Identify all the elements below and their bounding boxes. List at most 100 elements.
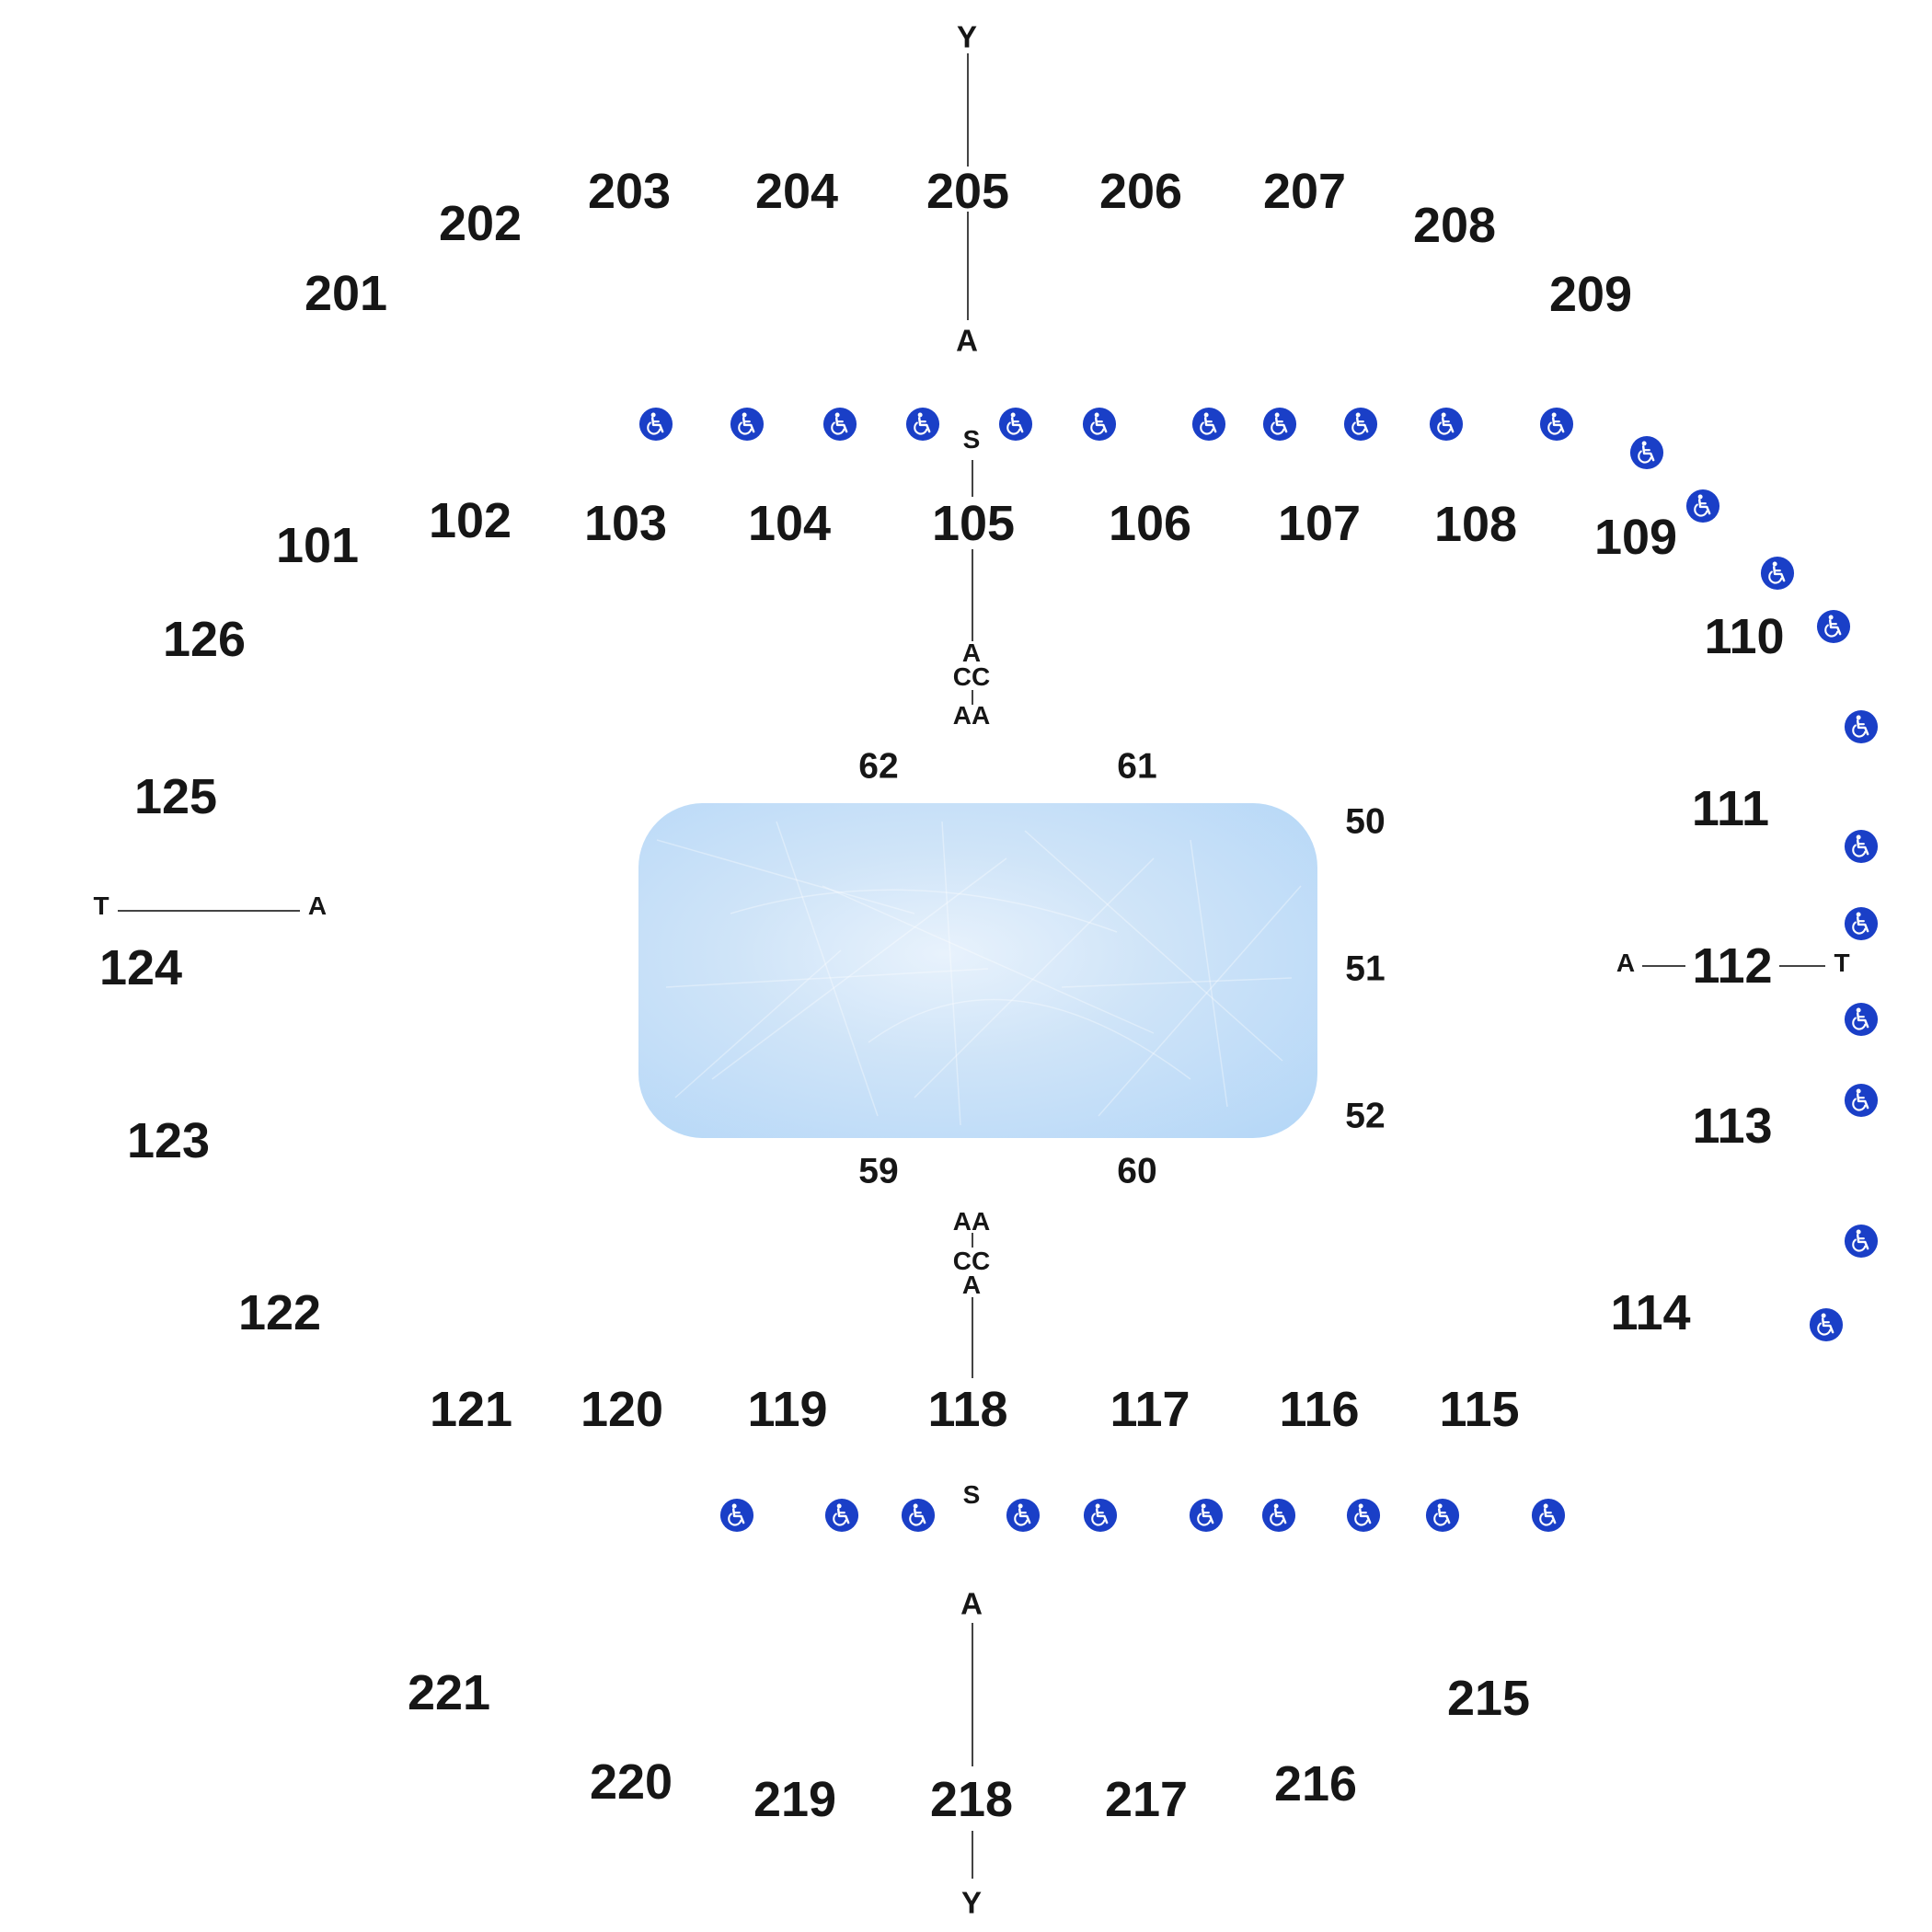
wheelchair-accessible-icon <box>1343 407 1378 442</box>
section-215[interactable]: 215 <box>1446 1671 1531 1726</box>
section-217[interactable]: 217 <box>1104 1772 1189 1827</box>
aisle-line-south-bottom <box>972 1831 973 1879</box>
section-109[interactable]: 109 <box>1593 510 1678 565</box>
row-label-t-west: T <box>93 891 109 920</box>
row-label-s-south: S <box>962 1480 981 1509</box>
section-103[interactable]: 103 <box>583 496 668 551</box>
aisle-line-north-upper <box>967 53 969 167</box>
section-203[interactable]: 203 <box>587 164 672 219</box>
wheelchair-accessible-icon <box>1346 1498 1381 1533</box>
wheelchair-accessible-icon <box>1425 1498 1460 1533</box>
wheelchair-accessible-icon <box>719 1498 754 1533</box>
wheelchair-accessible-icon <box>1844 709 1879 744</box>
section-51[interactable]: 51 <box>1345 949 1386 989</box>
section-220[interactable]: 220 <box>589 1754 673 1810</box>
section-118[interactable]: 118 <box>927 1382 1008 1437</box>
section-52[interactable]: 52 <box>1345 1096 1386 1136</box>
aisle-line-east-t <box>1779 965 1825 967</box>
section-201[interactable]: 201 <box>304 266 388 321</box>
row-label-cc-north: CC <box>952 662 991 691</box>
section-206[interactable]: 206 <box>1098 164 1183 219</box>
row-label-a-south-inner: A <box>961 1271 982 1299</box>
section-62[interactable]: 62 <box>858 746 899 787</box>
aisle-line-north-s <box>972 460 973 497</box>
wheelchair-accessible-icon <box>998 407 1033 442</box>
aisle-line-east-a <box>1642 965 1685 967</box>
row-label-s-north: S <box>962 425 981 454</box>
section-60[interactable]: 60 <box>1117 1151 1157 1191</box>
section-216[interactable]: 216 <box>1273 1756 1358 1811</box>
row-label-a-north-upper: A <box>956 323 978 358</box>
section-50[interactable]: 50 <box>1345 801 1386 842</box>
section-115[interactable]: 115 <box>1439 1382 1520 1437</box>
aisle-line-north-lower <box>972 549 973 641</box>
row-label-t-east: T <box>1834 949 1850 977</box>
section-122[interactable]: 122 <box>237 1285 322 1340</box>
section-102[interactable]: 102 <box>428 493 512 548</box>
section-106[interactable]: 106 <box>1108 496 1192 551</box>
section-104[interactable]: 104 <box>747 496 832 551</box>
wheelchair-accessible-icon <box>1006 1498 1041 1533</box>
section-101[interactable]: 101 <box>275 518 360 573</box>
section-110[interactable]: 110 <box>1704 609 1785 664</box>
section-113[interactable]: 113 <box>1692 1098 1773 1154</box>
row-label-aa-north: AA <box>952 701 991 730</box>
row-label-a-north-inner: A <box>961 638 982 667</box>
wheelchair-accessible-icon <box>1809 1307 1844 1342</box>
section-120[interactable]: 120 <box>580 1382 664 1437</box>
section-125[interactable]: 125 <box>133 769 218 824</box>
section-121[interactable]: 121 <box>429 1382 513 1437</box>
section-61[interactable]: 61 <box>1117 746 1157 787</box>
wheelchair-accessible-icon <box>1816 609 1851 644</box>
wheelchair-accessible-icon <box>1685 489 1720 523</box>
section-111[interactable]: 111 <box>1691 781 1770 836</box>
wheelchair-accessible-icon <box>905 407 940 442</box>
row-label-y-north: Y <box>956 19 978 54</box>
section-209[interactable]: 209 <box>1548 267 1633 322</box>
wheelchair-accessible-icon <box>1191 407 1226 442</box>
aisle-line-south-lower <box>972 1297 973 1378</box>
row-label-y-south: Y <box>960 1885 983 1920</box>
wheelchair-accessible-icon <box>824 1498 859 1533</box>
row-label-aa-south: AA <box>952 1207 991 1236</box>
wheelchair-accessible-icon <box>1629 435 1664 470</box>
section-117[interactable]: 117 <box>1110 1382 1190 1437</box>
aisle-line-south-aa <box>972 1233 973 1248</box>
wheelchair-accessible-icon <box>1429 407 1464 442</box>
section-205[interactable]: 205 <box>926 164 1010 219</box>
section-208[interactable]: 208 <box>1412 198 1497 253</box>
section-119[interactable]: 119 <box>747 1382 828 1437</box>
row-label-a-south-upper: A <box>960 1586 983 1621</box>
wheelchair-accessible-icon <box>1844 906 1879 941</box>
section-59[interactable]: 59 <box>858 1151 899 1191</box>
wheelchair-accessible-icon <box>1539 407 1574 442</box>
wheelchair-accessible-icon <box>1082 407 1117 442</box>
section-202[interactable]: 202 <box>438 196 523 251</box>
wheelchair-accessible-icon <box>1531 1498 1566 1533</box>
section-124[interactable]: 124 <box>98 940 183 995</box>
wheelchair-accessible-icon <box>822 407 857 442</box>
row-label-a-west: A <box>307 891 328 920</box>
wheelchair-accessible-icon <box>1844 1002 1879 1037</box>
section-126[interactable]: 126 <box>162 612 247 667</box>
section-108[interactable]: 108 <box>1433 497 1518 552</box>
section-204[interactable]: 204 <box>754 164 839 219</box>
section-114[interactable]: 114 <box>1610 1285 1691 1340</box>
section-112[interactable]: 112 <box>1692 938 1773 994</box>
section-105[interactable]: 105 <box>931 496 1016 551</box>
wheelchair-accessible-icon <box>730 407 765 442</box>
section-218[interactable]: 218 <box>929 1772 1014 1827</box>
section-116[interactable]: 116 <box>1279 1382 1360 1437</box>
wheelchair-accessible-icon <box>1844 1224 1879 1259</box>
section-107[interactable]: 107 <box>1277 496 1362 551</box>
section-207[interactable]: 207 <box>1262 164 1347 219</box>
section-219[interactable]: 219 <box>753 1772 837 1827</box>
wheelchair-accessible-icon <box>901 1498 936 1533</box>
section-123[interactable]: 123 <box>126 1113 211 1168</box>
ice-rink <box>638 803 1317 1138</box>
row-label-cc-south: CC <box>952 1247 991 1275</box>
section-221[interactable]: 221 <box>407 1665 491 1720</box>
aisle-line-south-upper <box>972 1623 973 1766</box>
wheelchair-accessible-icon <box>1844 829 1879 864</box>
wheelchair-accessible-icon <box>1083 1498 1118 1533</box>
